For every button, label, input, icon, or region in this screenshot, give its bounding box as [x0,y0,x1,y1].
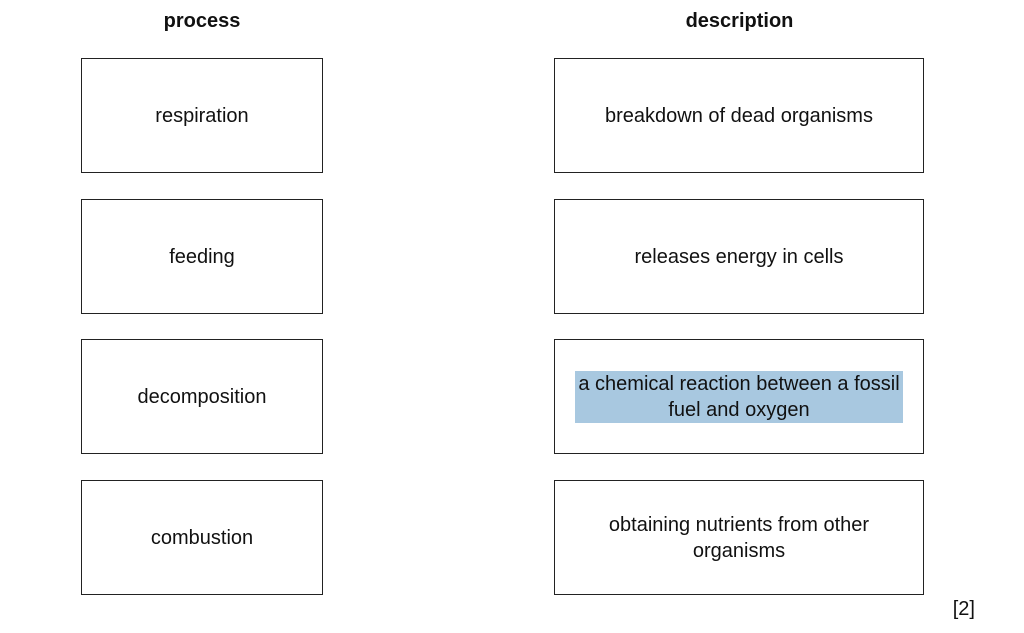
description-box-1[interactable]: breakdown of dead organisms [554,58,924,173]
process-label: respiration [155,104,249,127]
description-label: obtaining nutrients from other organisms [608,513,870,562]
description-column-header: description [685,10,794,32]
process-column-header: process [163,10,241,32]
process-box-feeding[interactable]: feeding [81,199,323,314]
description-box-2[interactable]: releases energy in cells [554,199,924,314]
process-label: combustion [150,526,254,549]
marks-label: [2] [952,598,975,620]
process-box-decomposition[interactable]: decomposition [81,339,323,454]
description-box-4[interactable]: obtaining nutrients from other organisms [554,480,924,595]
description-box-3[interactable]: a chemical reaction between a fossil fue… [554,339,924,454]
description-label: breakdown of dead organisms [605,104,873,127]
selected-description-text[interactable]: a chemical reaction between a fossil fue… [575,370,903,423]
process-label: feeding [169,245,235,268]
process-box-combustion[interactable]: combustion [81,480,323,595]
description-label: releases energy in cells [634,245,844,268]
process-box-respiration[interactable]: respiration [81,58,323,173]
process-label: decomposition [137,385,267,408]
